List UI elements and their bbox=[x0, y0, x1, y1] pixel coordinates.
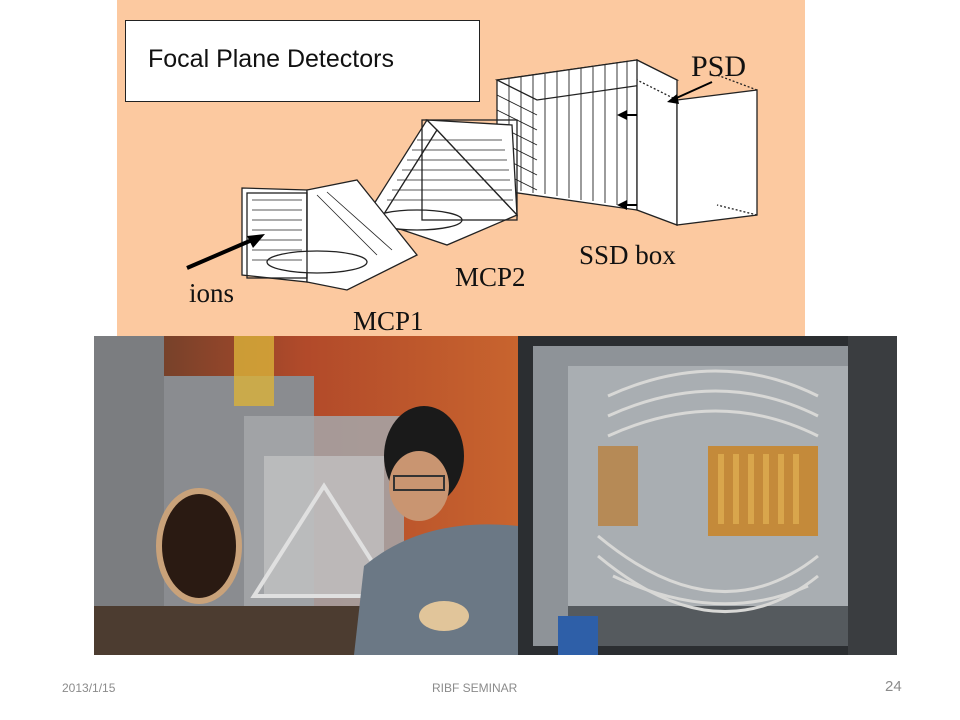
photo-detector-chamber bbox=[518, 336, 897, 655]
mcp1-label: MCP1 bbox=[353, 306, 424, 336]
ssd-box-label: SSD box bbox=[579, 240, 676, 270]
title-box: Focal Plane Detectors bbox=[125, 20, 480, 102]
mcp2-label: MCP2 bbox=[455, 262, 526, 292]
psd-label: PSD bbox=[691, 50, 747, 83]
photo-researcher-detector bbox=[94, 336, 518, 655]
footer-seminar: RIBF SEMINAR bbox=[432, 681, 518, 695]
footer-date: 2013/1/15 bbox=[62, 681, 116, 695]
diagram-title: Focal Plane Detectors bbox=[148, 45, 394, 73]
detector-drawing bbox=[186, 58, 758, 291]
page-number: 24 bbox=[885, 678, 902, 695]
ions-label: ions bbox=[189, 278, 235, 308]
